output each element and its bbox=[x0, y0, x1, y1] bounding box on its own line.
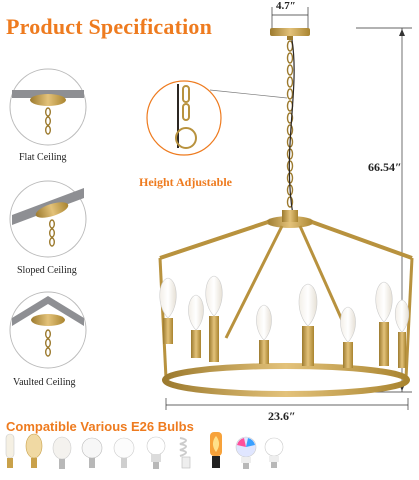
bulb bbox=[394, 299, 410, 368]
total-height-label: 66.54″ bbox=[368, 160, 402, 174]
bulb bbox=[375, 281, 393, 366]
chain-detail-callout bbox=[146, 80, 288, 156]
edison-bulb-icon bbox=[25, 433, 43, 468]
a19-clear-bulb-icon bbox=[81, 437, 103, 468]
chandelier-bulbs bbox=[159, 275, 410, 368]
diameter-dimension-arrow bbox=[165, 398, 409, 410]
vaulted-ceiling-callout bbox=[9, 291, 87, 369]
spiral-cfl-bulb-icon bbox=[179, 437, 191, 469]
flat-ceiling-label: Flat Ceiling bbox=[19, 152, 67, 163]
chandelier-canopy bbox=[270, 28, 310, 40]
smart-rgb-bulb-icon bbox=[235, 436, 257, 469]
bulb bbox=[256, 304, 272, 364]
flame-bulb-icon bbox=[210, 432, 222, 468]
bulb bbox=[205, 275, 223, 362]
sloped-ceiling-label: Sloped Ceiling bbox=[17, 265, 77, 276]
canopy-dimension-arrow bbox=[271, 7, 309, 30]
bulb bbox=[340, 306, 356, 368]
sloped-ceiling-callout bbox=[9, 180, 87, 258]
tubular-bulb-icon bbox=[5, 433, 15, 468]
page-title: Product Specification bbox=[6, 14, 213, 39]
bulb bbox=[298, 283, 318, 366]
compatible-bulbs-row bbox=[5, 432, 284, 469]
flat-ceiling-callout bbox=[9, 68, 87, 146]
bulb bbox=[159, 277, 177, 344]
vaulted-ceiling-label: Vaulted Ceiling bbox=[13, 377, 76, 388]
g25-globe-bulb-icon bbox=[264, 437, 284, 468]
compatible-bulbs-label: Compatible Various E26 Bulbs bbox=[6, 419, 194, 434]
st64-bulb-icon bbox=[52, 436, 72, 469]
height-adjustable-label: Height Adjustable bbox=[139, 175, 233, 189]
diameter-label: 23.6″ bbox=[268, 409, 296, 423]
power-cord bbox=[288, 39, 295, 216]
bulb bbox=[188, 294, 204, 358]
canopy-width-label: 4.7″ bbox=[276, 0, 296, 12]
led-bulb-icon bbox=[146, 436, 166, 469]
a19-frosted-bulb-icon bbox=[113, 437, 135, 468]
